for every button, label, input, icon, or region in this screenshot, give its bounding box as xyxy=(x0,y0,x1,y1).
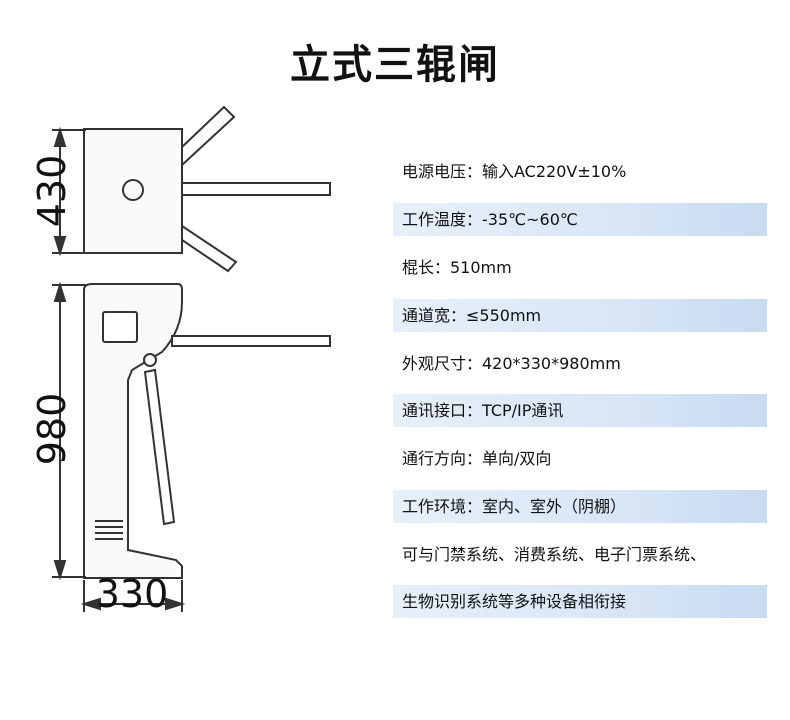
side-view xyxy=(83,283,331,579)
dimension-980-line xyxy=(52,281,86,581)
page-title: 立式三辊闸 xyxy=(290,42,500,88)
spec-power-voltage: 电源电压：输入AC220V±10% xyxy=(402,162,627,181)
spec-communication-interface: 通讯接口：TCP/IP通讯 xyxy=(393,394,767,427)
dimension-430-line xyxy=(52,126,86,257)
dimension-330-label: 330 xyxy=(95,572,169,616)
dimension-430-label: 430 xyxy=(30,154,74,228)
top-view xyxy=(83,105,331,273)
spec-integration-line-2: 生物识别系统等多种设备相衔接 xyxy=(393,585,767,618)
spec-arm-length: 棍长：510mm xyxy=(402,258,512,277)
spec-integration-line-1: 可与门禁系统、消费系统、电子门票系统、 xyxy=(402,545,707,564)
spec-pass-direction: 通行方向：单向/双向 xyxy=(402,449,552,468)
dimension-980-label: 980 xyxy=(30,392,74,466)
spec-dimensions: 外观尺寸：420*330*980mm xyxy=(402,354,621,373)
dimension-330-line xyxy=(80,580,186,612)
spec-work-environment: 工作环境：室内、室外（阴棚） xyxy=(393,490,767,523)
spec-operating-temperature: 工作温度：-35℃~60℃ xyxy=(393,203,767,236)
spec-passage-width: 通道宽：≤550mm xyxy=(393,299,767,332)
